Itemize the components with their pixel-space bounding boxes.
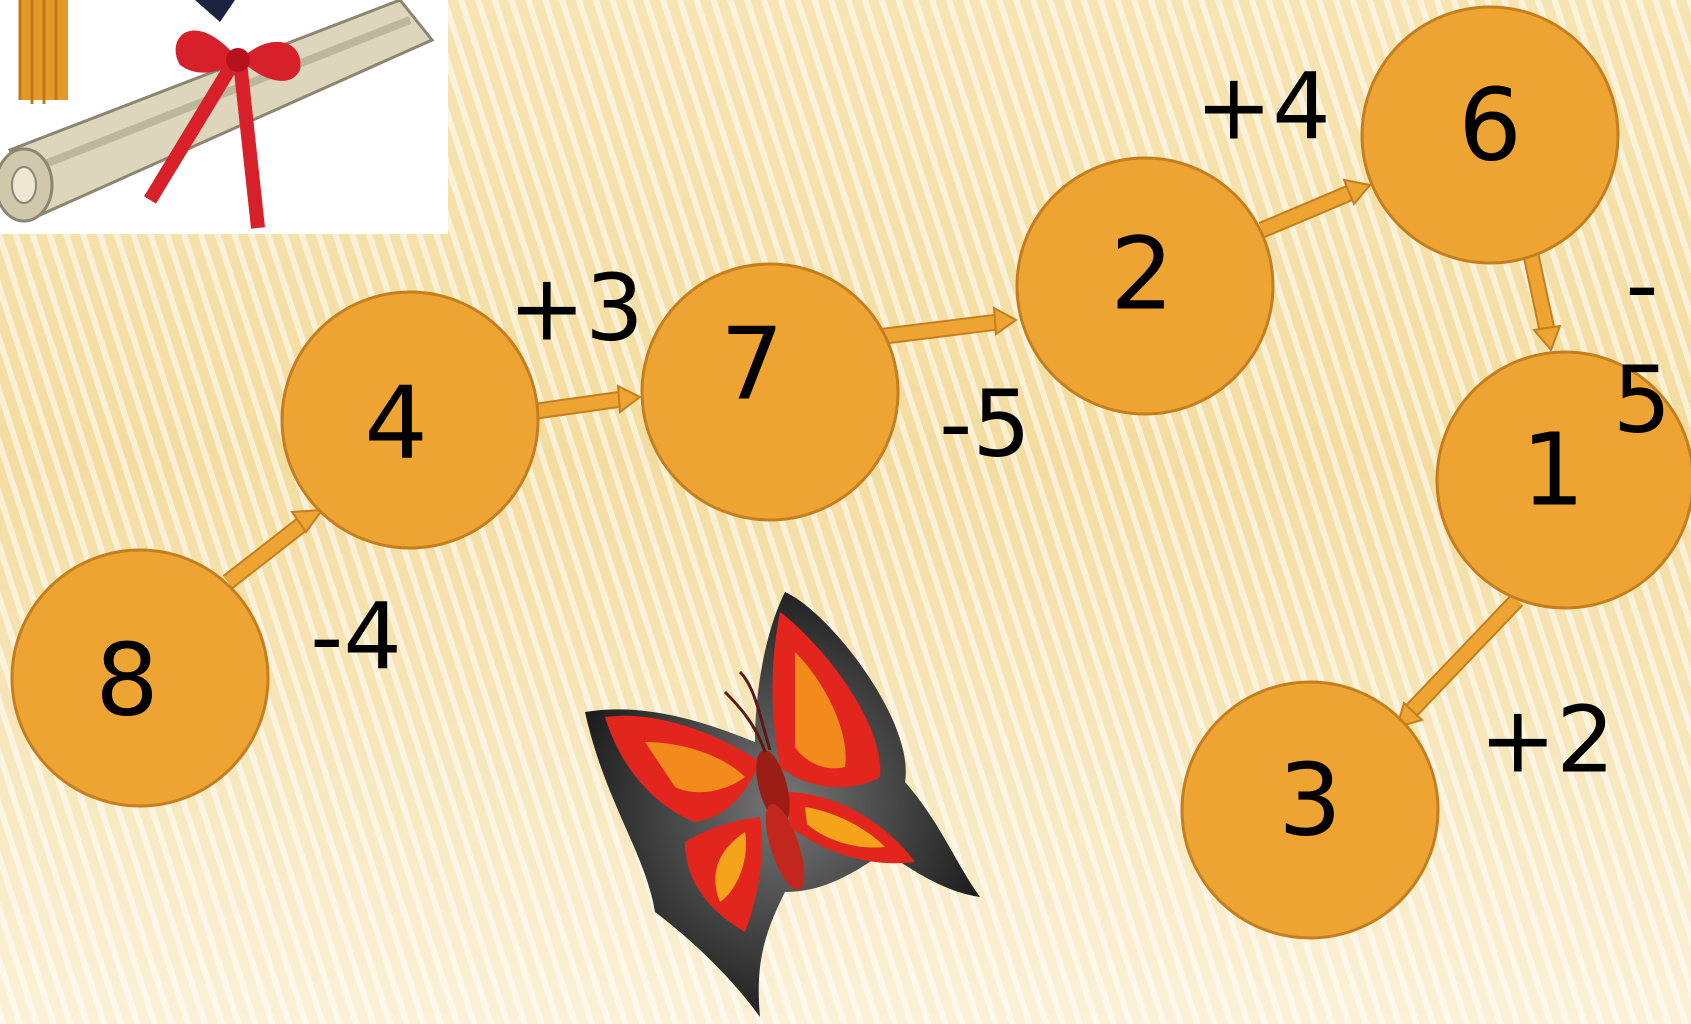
op-label-plus-2: +2	[1479, 687, 1615, 794]
arrow-2-to-6	[1262, 180, 1370, 230]
node-value: 3	[1278, 742, 1342, 859]
arrow-4-to-7	[523, 386, 640, 413]
diploma-image	[0, 0, 448, 234]
node-2: 2	[1017, 158, 1273, 414]
node-value: 4	[364, 365, 428, 482]
op-label-plus-3: +3	[508, 255, 644, 362]
op-label-plus-4: +4	[1195, 54, 1331, 161]
op-label-minus-sign: -	[1625, 232, 1658, 339]
butterfly-image	[585, 592, 980, 1017]
arrow-8-to-4	[228, 510, 322, 582]
op-label-minus-5: -5	[939, 371, 1031, 478]
node-value: 7	[720, 306, 784, 423]
node-value: 8	[95, 622, 159, 739]
node-6: 6	[1362, 7, 1618, 263]
op-label-five: 5	[1613, 347, 1672, 454]
node-value: 1	[1521, 412, 1585, 529]
node-4: 4	[282, 292, 538, 548]
node-8: 8	[12, 550, 268, 806]
node-value: 2	[1110, 216, 1174, 333]
node-3: 3	[1182, 682, 1438, 938]
op-label-minus-4: -4	[310, 584, 402, 691]
node-value: 6	[1458, 67, 1522, 184]
node-7: 7	[642, 264, 898, 520]
